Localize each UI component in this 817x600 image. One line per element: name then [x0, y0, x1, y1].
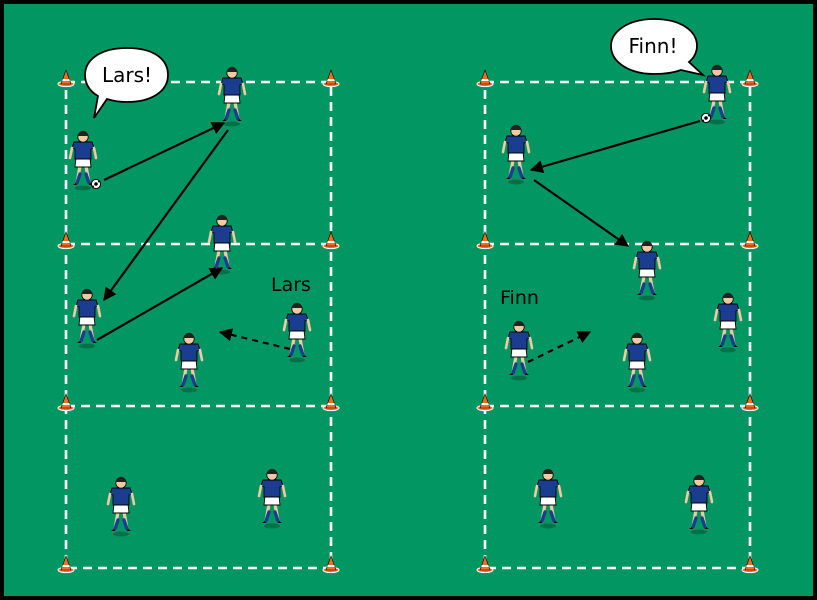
ball-icon: [90, 178, 102, 190]
left-pass-arrows: [96, 122, 291, 351]
left-speech-bubble: Lars!: [84, 47, 169, 119]
right-callout-text: Finn!: [629, 34, 678, 58]
speech-bubble-icon: [84, 47, 169, 119]
speech-bubble-icon: [610, 18, 707, 77]
pass-arrow: [103, 129, 229, 302]
ball-icon: [700, 112, 712, 124]
left-callout-text: Lars!: [102, 63, 152, 87]
pass-arrow: [103, 122, 226, 181]
right-pass-arrows: [527, 119, 701, 363]
left-player-label: Lars: [271, 274, 311, 296]
pass-arrow: [529, 119, 701, 174]
right-player-label: Finn: [500, 287, 539, 309]
run-arrow: [527, 331, 592, 363]
pitch: [4, 4, 813, 596]
pass-arrow: [533, 179, 630, 247]
pass-arrow: [96, 267, 224, 341]
right-speech-bubble: Finn!: [610, 18, 707, 77]
run-arrow: [218, 328, 291, 351]
